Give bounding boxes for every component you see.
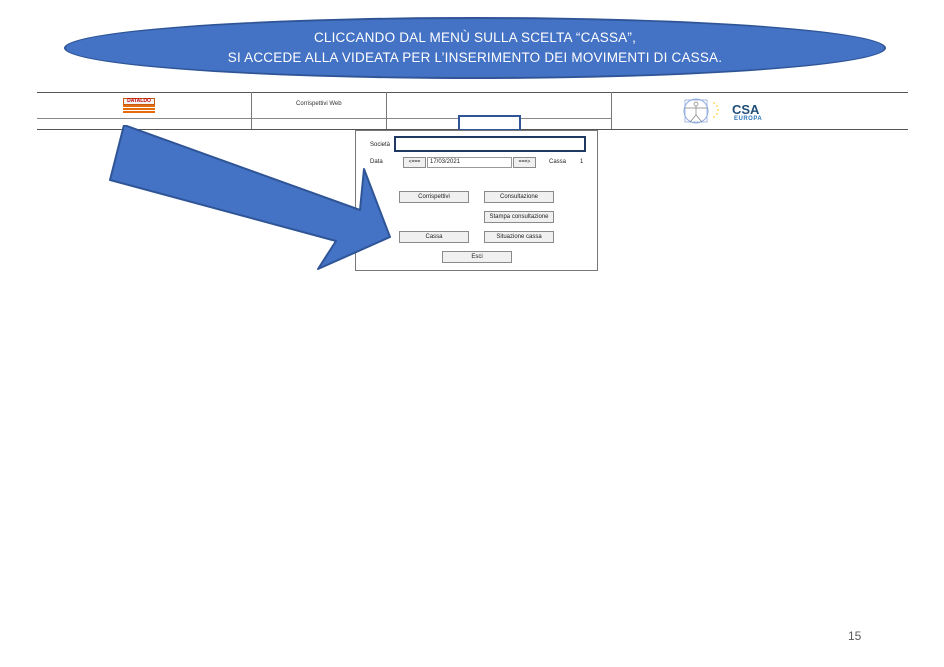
dataldo-logo: DATALDO bbox=[123, 98, 155, 116]
societa-input[interactable] bbox=[394, 136, 586, 152]
header-divider-3 bbox=[611, 92, 612, 129]
pointer-arrow-icon bbox=[109, 125, 391, 270]
societa-label: Società bbox=[370, 142, 391, 148]
header-divider-2 bbox=[386, 92, 387, 129]
callout-line-2: SI ACCEDE ALLA VIDEATA PER L’INSERIMENTO… bbox=[227, 50, 723, 65]
cassa-value: 1 bbox=[580, 159, 584, 165]
date-input[interactable]: 17/03/2021 bbox=[427, 157, 512, 168]
prev-date-button[interactable]: <=== bbox=[403, 157, 426, 168]
highlighted-menu-tab[interactable] bbox=[458, 115, 521, 131]
csa-logo-text: CSA bbox=[732, 102, 760, 117]
header-top-border bbox=[37, 92, 908, 93]
header-title: Corrispettivi Web bbox=[296, 101, 342, 107]
cassa-dialog: Società Data <=== 17/03/2021 ===> Cassa … bbox=[355, 130, 598, 271]
corrispettivi-button[interactable]: Corrispettivi bbox=[399, 191, 469, 203]
page-number: 15 bbox=[848, 629, 862, 643]
callout-line-1: CLICCANDO DAL MENÙ SULLA SCELTA “CASSA”, bbox=[313, 30, 637, 45]
consultazione-button[interactable]: Consultazione bbox=[484, 191, 554, 203]
cassa-button[interactable]: Cassa bbox=[399, 231, 469, 243]
esci-button[interactable]: Esci bbox=[442, 251, 512, 263]
header-divider-1 bbox=[251, 92, 252, 129]
next-date-button[interactable]: ===> bbox=[513, 157, 536, 168]
vitruvian-man-icon bbox=[683, 98, 719, 124]
csa-logo-subtext: EUROPA bbox=[734, 116, 763, 122]
stampa-consultazione-button[interactable]: Stampa consultazione bbox=[484, 211, 554, 223]
csa-europa-logo: CSA EUROPA bbox=[676, 97, 786, 125]
instruction-callout: CLICCANDO DAL MENÙ SULLA SCELTA “CASSA”,… bbox=[64, 17, 886, 79]
situazione-cassa-button[interactable]: Situazione cassa bbox=[484, 231, 554, 243]
header-mid-border bbox=[37, 118, 611, 119]
data-label: Data bbox=[370, 159, 383, 165]
cassa-label: Cassa bbox=[549, 159, 567, 165]
